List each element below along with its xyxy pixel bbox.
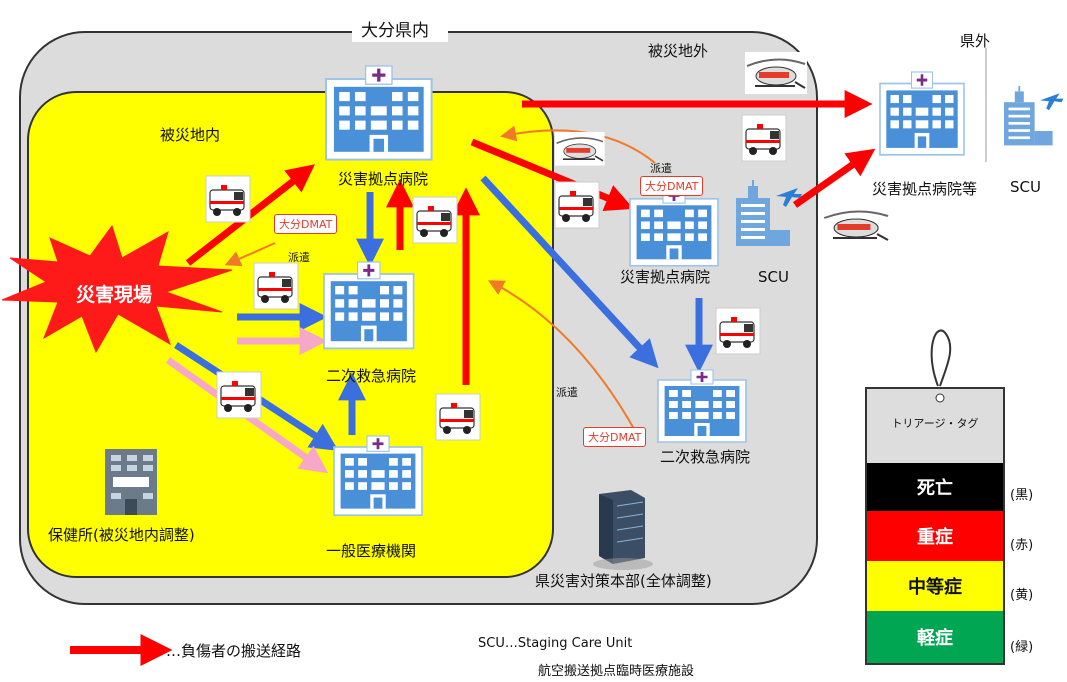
general-clinic-label: 一般医療機関 — [326, 542, 417, 560]
triage-row-label: 軽症 — [917, 628, 953, 649]
base-hospital-external-label: 災害拠点病院等 — [872, 180, 978, 198]
helicopter-icon — [554, 131, 606, 167]
helicopter-icon — [744, 51, 808, 95]
ambulance-icon — [253, 262, 299, 310]
hospital-icon — [878, 70, 966, 157]
dmat-badge: 大分DMAT — [274, 214, 338, 234]
legend-route-label: …負傷者の搬送経路 — [166, 642, 302, 660]
triage-row-label: 重症 — [917, 527, 953, 548]
secondary-hospital-label: 二次救急病院 — [326, 367, 417, 385]
scu-external-label: SCU — [1010, 178, 1041, 196]
disaster-site-star — [1, 224, 233, 354]
triage-color-name: (黄) — [1010, 588, 1034, 603]
base-hospital-label: 災害拠点病院 — [338, 170, 429, 188]
health-center-label: 保健所(被災地内調整) — [48, 526, 195, 544]
helicopter-icon — [820, 202, 892, 248]
triage-color-name: (黒) — [1010, 488, 1034, 503]
headquarters-icon — [593, 490, 653, 570]
ambulance-icon — [741, 114, 787, 162]
ambulance-icon — [205, 175, 251, 223]
dispatch-label: 派遣 — [556, 386, 578, 399]
triage-color-name: (赤) — [1010, 538, 1034, 553]
hospital-icon — [332, 434, 424, 517]
hospital-icon — [656, 368, 748, 444]
triage-row: 軽症 — [867, 611, 1003, 663]
hospital-icon — [322, 260, 416, 350]
outside-prefecture-label: 県外 — [960, 32, 991, 50]
disaster-area-label: 被災地内 — [160, 126, 221, 144]
dmat-badge: 大分DMAT — [583, 427, 647, 447]
red-arrows — [185, 90, 876, 385]
ambulance-icon — [435, 393, 481, 441]
triage-row-label: 中等症 — [908, 577, 962, 598]
ambulance-icon — [715, 307, 761, 355]
scu-label: SCU — [758, 268, 789, 286]
triage-color-name: (緑) — [1010, 640, 1034, 655]
ambulance-icon — [412, 196, 458, 244]
health-center-icon — [105, 449, 157, 515]
scu-icon — [1004, 86, 1064, 146]
ambulance-icon — [554, 181, 600, 229]
triage-tag-title: トリアージ・タグ — [891, 417, 979, 430]
legend-scu-japanese: 航空搬送拠点臨時医療施設 — [538, 664, 695, 679]
triage-tag: トリアージ・タグ 死亡 重症 中等症 軽症 — [867, 389, 1003, 663]
prefecture-label: 大分県内 — [361, 21, 429, 41]
base-hospital-outer-label: 災害拠点病院 — [620, 268, 711, 286]
dispatch-label: 派遣 — [288, 251, 310, 264]
headquarters-label: 県災害対策本部(全体調整) — [535, 572, 712, 590]
outside-disaster-area-label: 被災地外 — [648, 42, 709, 60]
triage-row: 死亡 — [867, 463, 1003, 511]
ambulance-icon — [216, 371, 262, 419]
dispatch-label: 派遣 — [650, 162, 672, 175]
secondary-hospital-outer-label: 二次救急病院 — [660, 448, 751, 466]
triage-row-label: 死亡 — [917, 478, 953, 499]
disaster-site-label: 災害現場 — [76, 284, 153, 306]
legend-scu-definition: SCU…Staging Care Unit — [478, 636, 633, 651]
dmat-badge: 大分DMAT — [640, 176, 704, 196]
prefecture-label-box — [352, 14, 448, 42]
hospital-icon — [628, 186, 720, 268]
triage-row: 中等症 — [867, 561, 1003, 611]
triage-row: 重症 — [867, 511, 1003, 561]
hospital-icon — [324, 64, 434, 162]
